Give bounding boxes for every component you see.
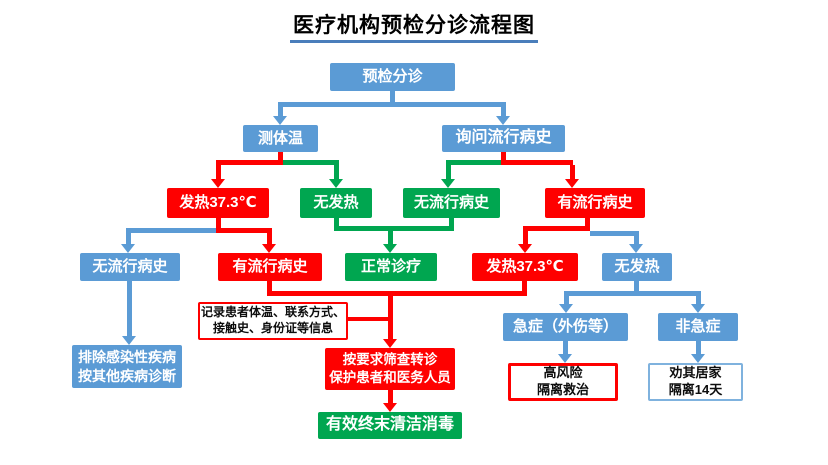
node-screen-and-transfer: 按要求筛查转诊 保护患者和医务人员 (325, 348, 455, 390)
node-record-patient-info: 记录患者体温、联系方式、 接触史、身份证等信息 (198, 302, 348, 340)
connector-line (278, 102, 506, 107)
connector-line (696, 296, 701, 304)
connector-line (334, 218, 339, 226)
node-no-fever-after-temp: 无发热 (300, 188, 372, 218)
connector-line (388, 231, 393, 244)
connector-arrow (629, 244, 643, 253)
connector-arrow (518, 244, 532, 253)
connector-line (563, 341, 568, 354)
connector-line (501, 160, 573, 165)
connector-line (634, 281, 639, 291)
connector-line (634, 236, 639, 244)
node-fever-after-history: 发热37.3℃ (472, 253, 578, 281)
page-title: 医疗机构预检分诊流程图 (0, 9, 828, 43)
connector-line (283, 160, 339, 165)
connector-arrow (211, 179, 225, 188)
connector-line (501, 152, 506, 165)
node-home-quarantine: 劝其居家 隔离14天 (648, 363, 743, 401)
connector-arrow (122, 336, 136, 345)
connector-line (388, 390, 393, 403)
connector-line (446, 160, 501, 165)
connector-arrow (691, 354, 705, 363)
connector-line (390, 90, 395, 103)
connector-line (267, 233, 272, 244)
node-no-fever-after-history: 无发热 (602, 253, 672, 281)
connector-line (216, 165, 221, 179)
connector-line (126, 233, 131, 244)
page-title-text: 医疗机构预检分诊流程图 (290, 14, 538, 43)
connector-line (334, 165, 339, 179)
connector-line (278, 152, 283, 165)
connector-line (570, 165, 575, 179)
connector-line (696, 341, 701, 354)
connector-arrow (441, 179, 455, 188)
connector-arrow (565, 179, 579, 188)
node-has-history-with-fever: 有流行病史 (218, 253, 322, 281)
node-triage: 预检分诊 (330, 63, 455, 91)
connector-line (267, 281, 272, 291)
node-fever-after-temp: 发热37.3℃ (167, 188, 269, 218)
node-normal-treatment: 正常诊疗 (345, 253, 437, 281)
connector-line (348, 317, 388, 321)
connector-line (449, 218, 454, 226)
connector-arrow (559, 304, 573, 313)
connector-line (564, 291, 701, 296)
node-measure-temperature: 测体温 (243, 125, 318, 152)
connector-arrow (496, 116, 510, 125)
connector-arrow (273, 116, 287, 125)
connector-arrow (383, 244, 397, 253)
connector-line (334, 226, 454, 231)
connector-line (585, 218, 590, 231)
connector-line (523, 231, 528, 244)
node-ask-epidemic-history: 询问流行病史 (442, 125, 565, 152)
connector-line (216, 160, 283, 165)
node-emergency: 急症（外伤等） (503, 313, 628, 341)
connector-line (388, 296, 393, 339)
connector-line (216, 218, 221, 228)
connector-arrow (262, 244, 276, 253)
connector-arrow (121, 244, 135, 253)
connector-arrow (691, 304, 705, 313)
connector-line (522, 281, 527, 291)
connector-line (590, 231, 639, 236)
connector-arrow (383, 339, 397, 348)
connector-line (216, 228, 272, 233)
node-no-history-non-epidemic: 无流行病史 (80, 253, 180, 281)
connector-line (127, 281, 132, 336)
node-terminal-disinfection: 有效终末清洁消毒 (318, 412, 462, 439)
node-no-epidemic-history: 无流行病史 (403, 188, 500, 218)
connector-line (523, 226, 590, 231)
connector-line (126, 228, 216, 233)
node-non-emergency: 非急症 (658, 313, 738, 341)
connector-line (446, 165, 451, 179)
connector-line (267, 291, 527, 296)
node-has-epidemic-history: 有流行病史 (545, 188, 645, 218)
node-high-risk-isolation: 高风险 隔离救治 (508, 363, 618, 401)
connector-line (278, 102, 283, 116)
connector-arrow (383, 403, 397, 412)
connector-line (564, 296, 569, 304)
node-exclude-infectious-disease: 排除感染性疾病 按其他疾病诊断 (72, 345, 182, 388)
connector-line (501, 102, 506, 116)
connector-arrow (558, 354, 572, 363)
connector-arrow (329, 179, 343, 188)
